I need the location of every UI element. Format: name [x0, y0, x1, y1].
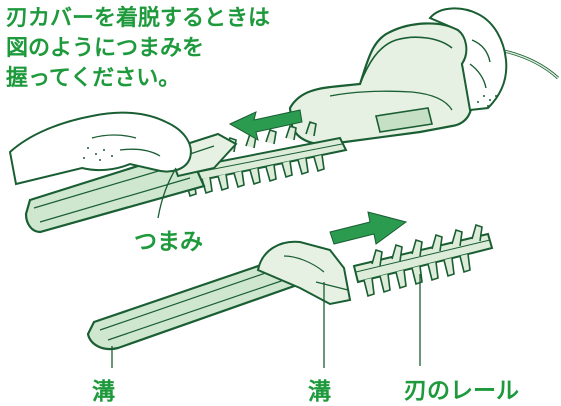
knob-leader-line	[157, 167, 177, 219]
instruction-line-2: 図のようにつまみを	[6, 36, 205, 61]
instruction-line-3: 握ってください。	[6, 66, 181, 91]
instruction-text: 刃カバーを着脱するときは 図のようにつまみを 握ってください。	[6, 4, 270, 94]
blade-cover-bottom	[86, 240, 352, 351]
blade-bottom	[352, 223, 494, 298]
hand-gripping-knob	[8, 111, 192, 186]
arrow-left	[228, 109, 303, 142]
knob-label: つまみ	[134, 229, 203, 255]
trimmer-body	[288, 7, 508, 146]
blade-rail-label: 刃のレール	[404, 378, 519, 404]
instruction-line-1: 刃カバーを着脱するときは	[6, 6, 271, 31]
groove-label-left: 溝	[92, 379, 115, 405]
groove-label-mid: 溝	[308, 379, 331, 405]
arrow-right	[329, 211, 408, 245]
